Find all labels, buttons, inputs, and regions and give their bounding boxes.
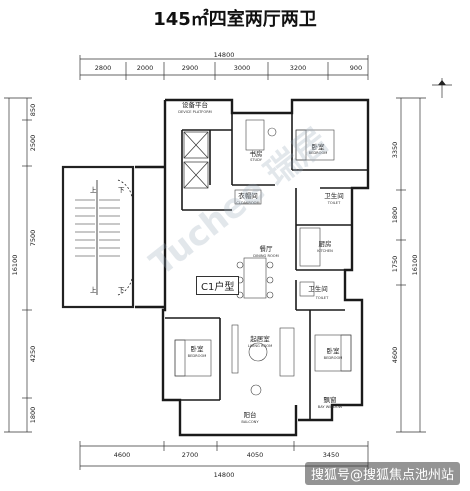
left-dimension: 1800 xyxy=(29,407,37,424)
left-dimension: 4250 xyxy=(29,346,37,363)
room-label-en: LIVING ROOM xyxy=(248,344,272,348)
top-dimension-line xyxy=(79,55,369,80)
right-dimension-line xyxy=(396,97,426,433)
room-label: 设备平台 xyxy=(182,100,208,109)
left-dimension: 7500 xyxy=(29,230,37,247)
top-dimension: 2900 xyxy=(182,64,199,72)
room-label: 卧室 xyxy=(327,346,341,355)
room-label-en: BALCONY xyxy=(241,420,259,424)
right-dimension: 4600 xyxy=(391,347,399,364)
page-title: 145㎡四室两厅两卫 xyxy=(153,9,317,30)
right-total-dimension: 16100 xyxy=(411,255,419,276)
room-label-en: BEDROOM xyxy=(309,151,328,155)
room-label-en: BAY WINDOW xyxy=(318,405,343,409)
left-dimension: 850 xyxy=(29,104,37,116)
room-label: 卧室 xyxy=(312,142,326,151)
stair-down-label: 下 xyxy=(118,186,125,194)
room-label-en: STUDY xyxy=(250,158,263,162)
north-arrow-icon xyxy=(432,78,452,98)
room-label: 书房 xyxy=(250,149,263,158)
left-dimension-line xyxy=(4,97,32,433)
room-label-en: BEDROOM xyxy=(324,356,343,360)
right-dimension: 1750 xyxy=(391,256,399,273)
right-dimension: 1800 xyxy=(391,207,399,224)
left-total-dimension: 16100 xyxy=(11,255,19,276)
stair-up-label: 上 xyxy=(90,285,97,294)
room-label-en: TOILET xyxy=(327,201,341,205)
stairwell xyxy=(61,165,135,309)
stair-up-label: 上 xyxy=(90,185,97,194)
furniture xyxy=(174,119,352,396)
top-dimension: 2800 xyxy=(95,64,112,72)
interior-walls xyxy=(165,113,368,420)
room-label-en: CLOAKROOM xyxy=(236,201,259,205)
unit-type-label: C1户型 xyxy=(196,276,240,295)
room-label: 衣帽间 xyxy=(238,191,258,200)
room-label: 起居室 xyxy=(250,334,270,343)
bottom-dimension: 4600 xyxy=(114,451,131,459)
room-label: 阳台 xyxy=(244,410,257,419)
elevator-shafts xyxy=(183,131,209,189)
room-label: 餐厅 xyxy=(260,244,274,253)
walls xyxy=(135,98,370,437)
top-total-dimension: 14800 xyxy=(214,51,235,59)
bottom-dimension: 2700 xyxy=(182,451,199,459)
bottom-dimension: 4050 xyxy=(247,451,264,459)
room-label: 卫生间 xyxy=(308,284,328,293)
room-label-en: DINING ROOM xyxy=(253,254,278,258)
footer-credit: 搜狐号@搜狐焦点池州站 xyxy=(304,462,460,485)
room-label: 厨房 xyxy=(319,239,332,248)
stair-down-label: 下 xyxy=(118,286,125,294)
right-dimension: 3350 xyxy=(391,142,399,159)
room-label-en: TOILET xyxy=(315,296,329,300)
room-label-en: DEVICE PLATFORM xyxy=(178,110,212,114)
top-dimension: 2000 xyxy=(137,64,154,72)
bottom-total-dimension: 14800 xyxy=(214,471,235,479)
left-dimension: 2500 xyxy=(29,135,37,152)
top-dimension: 900 xyxy=(350,64,362,72)
room-label-en: KITCHEN xyxy=(317,249,333,253)
room-label-en: BEDROOM xyxy=(188,354,207,358)
room-label: 卫生间 xyxy=(324,191,344,200)
room-label: 卧室 xyxy=(191,344,205,353)
top-dimension: 3000 xyxy=(234,64,251,72)
room-label: 飘窗 xyxy=(324,395,337,404)
bottom-dimension: 3450 xyxy=(323,451,340,459)
top-dimension: 3200 xyxy=(290,64,307,72)
